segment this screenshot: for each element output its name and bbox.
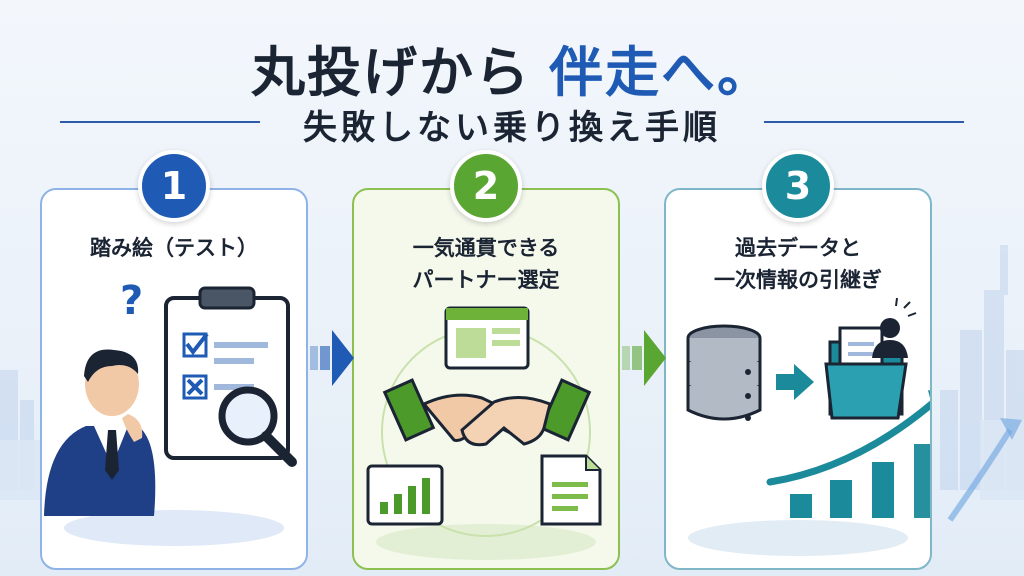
arrow-step-1-to-2 [310,330,354,386]
main-title-accent: 伴走へ。 [549,41,773,104]
arrow-step-2-to-3 [622,330,666,386]
step-3-title-line-1: 過去データと [735,236,861,260]
document-icon [540,454,602,526]
step-card-3: 過去データと 一次情報の引継ぎ [664,188,932,570]
handshake-icon [382,378,592,447]
main-title: 丸投げから伴走へ。 [0,28,1024,107]
question-mark-icon: ? [120,278,143,324]
businessman-icon [44,349,156,516]
step-2-badge: 2 [450,150,522,222]
step-2-title: 一気通貫できる パートナー選定 [354,232,618,296]
subtitle-block: 失敗しない乗り換え手順 [60,100,964,148]
subtitle-line-left [60,121,260,123]
step-3-illustration [686,298,930,556]
step-3-title: 過去データと 一次情報の引継ぎ [666,232,930,296]
step-1-title-line-1: 踏み絵（テスト） [90,236,258,260]
step-card-2: 一気通貫できる パートナー選定 [352,188,620,570]
subtitle-line-right [764,121,964,123]
subtitle: 失敗しない乗り換え手順 [303,108,721,148]
step-2-title-line-2: パートナー選定 [412,268,560,292]
step-3-title-line-2: 一次情報の引継ぎ [714,268,882,292]
step-3-badge: 3 [762,150,834,222]
step-2-illustration [366,306,602,560]
step-card-1: 踏み絵（テスト） ? [40,188,308,570]
step-1-illustration: ? [44,278,297,546]
database-icon [686,324,762,421]
folder-person-icon [824,298,917,420]
step-1-title: 踏み絵（テスト） [42,232,306,264]
transfer-arrow-icon [776,364,814,400]
main-title-text: 丸投げから [251,41,531,104]
browser-window-icon [444,306,530,370]
step-2-title-line-1: 一気通貫できる [412,236,560,260]
step-1-badge: 1 [138,150,210,222]
growth-chart-icon [766,390,930,518]
magnifier-icon [218,386,297,467]
bar-chart-card-icon [366,464,444,526]
